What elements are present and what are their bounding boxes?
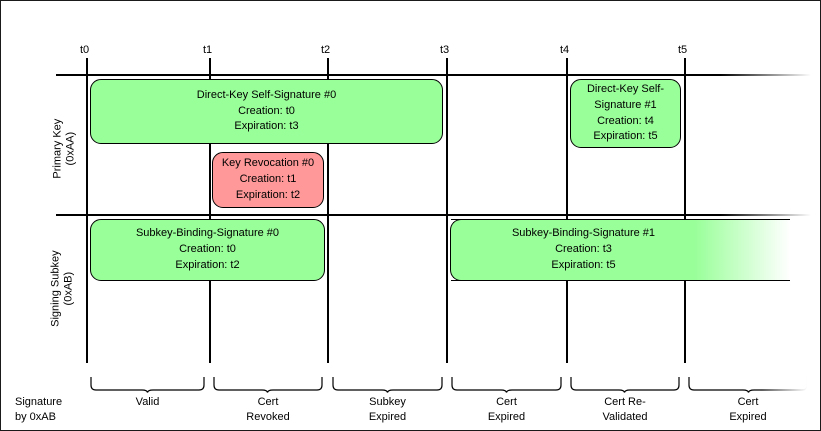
signature-expiration: Expiration: t2 bbox=[235, 188, 301, 201]
interval-caption-cert-expired-1: Cert Expired bbox=[451, 395, 562, 425]
signature-box-subkey-binding-signature-1[interactable]: Subkey-Binding-Signature #1 Creation: t3… bbox=[450, 218, 790, 282]
time-line-t3 bbox=[446, 58, 449, 363]
time-line-t0 bbox=[86, 58, 89, 363]
interval-caption-line2: Revoked bbox=[246, 410, 290, 423]
tick-label-t0: t0 bbox=[80, 44, 90, 56]
row-label-primary-key-line1: Primary Key bbox=[51, 118, 64, 179]
row-label-signing-subkey-line2: (0xAB) bbox=[62, 271, 74, 306]
time-line-t4 bbox=[566, 58, 569, 363]
signature-title: Direct-Key Self-Signature #1 bbox=[586, 82, 665, 111]
time-line-t2 bbox=[327, 58, 330, 363]
interval-caption-line1: Subkey bbox=[369, 396, 406, 408]
interval-caption-line1: Cert bbox=[737, 396, 759, 408]
brace-icon bbox=[451, 377, 562, 393]
row-separator-top bbox=[56, 74, 811, 77]
interval-caption-cert-expired-2: Cert Expired bbox=[688, 395, 808, 425]
signature-expiration: Expiration: t3 bbox=[234, 120, 299, 133]
interval-bracket-subkey-expired bbox=[332, 376, 443, 393]
tick-label-t3: t3 bbox=[440, 44, 450, 56]
signature-creation: Creation: t0 bbox=[179, 243, 236, 256]
interval-caption-valid: Valid bbox=[90, 395, 205, 410]
signature-box-key-revocation-0[interactable]: Key Revocation #0 Creation: t1 Expiratio… bbox=[212, 152, 324, 208]
interval-bracket-valid bbox=[90, 376, 205, 393]
interval-bracket-cert-expired-1 bbox=[451, 376, 562, 393]
interval-caption-subkey-expired: Subkey Expired bbox=[332, 395, 443, 425]
brace-icon bbox=[570, 377, 680, 393]
signature-expiration: Expiration: t5 bbox=[551, 258, 616, 271]
interval-caption-line1: Cert Re- bbox=[604, 396, 646, 408]
interval-caption-line1: Cert bbox=[257, 396, 279, 408]
interval-bracket-cert-revalidated bbox=[570, 376, 680, 393]
signature-box-direct-key-self-signature-1[interactable]: Direct-Key Self-Signature #1 Creation: t… bbox=[570, 79, 681, 148]
interval-caption-line1: Cert bbox=[496, 396, 517, 408]
interval-caption-line2: Expired bbox=[368, 410, 407, 423]
signature-title: Direct-Key Self-Signature #0 bbox=[196, 88, 337, 101]
tick-label-t2: t2 bbox=[321, 44, 331, 56]
interval-caption-cert-revoked: Cert Revoked bbox=[213, 395, 323, 425]
footer-axis-caption-line1: Signature bbox=[15, 396, 63, 408]
time-line-t5 bbox=[684, 58, 687, 363]
row-label-primary-key-line2: (0xAA) bbox=[64, 131, 76, 166]
interval-bracket-cert-expired-2 bbox=[688, 376, 808, 393]
signature-creation: Creation: t0 bbox=[238, 104, 295, 117]
tick-label-t5: t5 bbox=[678, 44, 688, 56]
brace-icon bbox=[688, 377, 808, 393]
signature-creation: Creation: t1 bbox=[239, 173, 297, 186]
row-label-signing-subkey-line1: Signing Subkey bbox=[49, 250, 62, 327]
row-separator-middle bbox=[56, 214, 811, 217]
row-label-primary-key: Primary Key (0xAA) bbox=[51, 84, 76, 214]
signature-box-direct-key-self-signature-0[interactable]: Direct-Key Self-Signature #0 Creation: t… bbox=[90, 79, 443, 144]
tick-label-t4: t4 bbox=[560, 44, 570, 56]
signature-expiration: Expiration: t5 bbox=[593, 130, 658, 143]
signature-title: Subkey-Binding-Signature #0 bbox=[135, 227, 280, 240]
interval-caption-line1: Valid bbox=[135, 396, 160, 408]
signature-title: Key Revocation #0 bbox=[221, 157, 315, 170]
interval-caption-line2: Expired bbox=[487, 410, 526, 423]
signature-box-subkey-binding-signature-0[interactable]: Subkey-Binding-Signature #0 Creation: t0… bbox=[90, 219, 325, 281]
footer-axis-caption: Signature by 0xAB bbox=[15, 395, 62, 425]
interval-bracket-cert-revoked bbox=[213, 376, 323, 393]
brace-icon bbox=[213, 377, 323, 393]
signature-expiration: Expiration: t2 bbox=[175, 258, 240, 271]
row-label-signing-subkey: Signing Subkey (0xAB) bbox=[49, 214, 74, 364]
brace-icon bbox=[90, 377, 205, 393]
brace-icon bbox=[332, 377, 443, 393]
tick-label-t1: t1 bbox=[203, 44, 213, 56]
time-line-t1 bbox=[209, 58, 212, 363]
footer-axis-caption-line2: by 0xAB bbox=[15, 410, 56, 423]
interval-caption-cert-revalidated: Cert Re- Validated bbox=[570, 395, 680, 425]
signature-title: Subkey-Binding-Signature #1 bbox=[511, 227, 656, 240]
interval-caption-line2: Validated bbox=[602, 410, 648, 423]
signature-creation: Creation: t4 bbox=[597, 114, 654, 127]
signature-creation: Creation: t3 bbox=[555, 243, 612, 256]
interval-caption-line2: Expired bbox=[729, 410, 767, 423]
